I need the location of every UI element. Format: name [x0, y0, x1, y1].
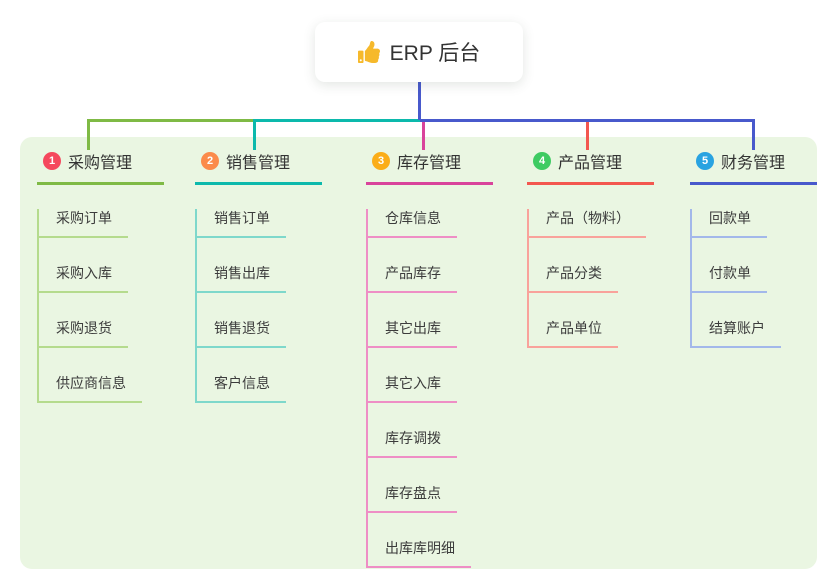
connector-horizontal-left	[87, 119, 253, 122]
branch-title-1[interactable]: 1 采购管理	[37, 146, 164, 185]
connector-drop-line-1	[87, 119, 90, 150]
root-connector-line	[418, 81, 421, 120]
child-node[interactable]: 采购退货	[39, 319, 128, 348]
branch-badge-1: 1	[43, 152, 61, 170]
branch-title-3[interactable]: 3 库存管理	[366, 146, 493, 185]
child-node[interactable]: 客户信息	[197, 374, 286, 403]
root-label: ERP 后台	[389, 42, 481, 65]
child-node[interactable]: 库存调拨	[368, 429, 457, 458]
child-node[interactable]: 结算账户	[692, 319, 781, 348]
connector-drop-line-3	[422, 119, 425, 150]
branch-title-2[interactable]: 2 销售管理	[195, 146, 322, 185]
branch-badge-4: 4	[533, 152, 551, 170]
child-node[interactable]: 产品库存	[368, 264, 457, 293]
child-node[interactable]: 产品（物料）	[529, 209, 646, 238]
child-node[interactable]: 其它入库	[368, 374, 457, 403]
connector-drop-line-5	[752, 119, 755, 150]
connector-drop-line-2	[253, 119, 256, 150]
child-node[interactable]: 回款单	[692, 209, 767, 238]
thumbs-up-icon	[357, 41, 380, 63]
child-node[interactable]: 采购订单	[39, 209, 128, 238]
child-node[interactable]: 出库库明细	[368, 539, 471, 568]
branch-badge-2: 2	[201, 152, 219, 170]
branch-3: 3 库存管理仓库信息产品库存其它出库其它入库库存调拨库存盘点出库库明细	[366, 146, 493, 568]
child-node[interactable]: 付款单	[692, 264, 767, 293]
root-node[interactable]: ERP 后台	[315, 22, 523, 82]
child-node[interactable]: 销售退货	[197, 319, 286, 348]
branch-label: 产品管理	[558, 155, 623, 172]
child-node[interactable]: 仓库信息	[368, 209, 457, 238]
child-node[interactable]: 销售出库	[197, 264, 286, 293]
branch-2: 2 销售管理销售订单销售出库销售退货客户信息	[195, 146, 322, 403]
branch-badge-5: 5	[696, 152, 714, 170]
child-node[interactable]: 采购入库	[39, 264, 128, 293]
branch-label: 库存管理	[397, 155, 462, 172]
branch-label: 销售管理	[226, 155, 291, 172]
child-node[interactable]: 库存盘点	[368, 484, 457, 513]
branch-badge-3: 3	[372, 152, 390, 170]
branch-1: 1 采购管理采购订单采购入库采购退货供应商信息	[37, 146, 164, 403]
branch-label: 财务管理	[721, 155, 786, 172]
child-node[interactable]: 销售订单	[197, 209, 286, 238]
child-node[interactable]: 供应商信息	[39, 374, 142, 403]
branch-children-5: 回款单付款单结算账户	[690, 209, 817, 348]
branch-title-5[interactable]: 5 财务管理	[690, 146, 817, 185]
branch-label: 采购管理	[68, 155, 133, 172]
connector-horizontal-mid	[253, 119, 420, 122]
child-node[interactable]: 其它出库	[368, 319, 457, 348]
branch-4: 4 产品管理产品（物料） 产品分类产品单位	[527, 146, 654, 348]
branch-5: 5 财务管理回款单付款单结算账户	[690, 146, 817, 348]
connector-horizontal-right	[420, 119, 755, 122]
branch-children-2: 销售订单销售出库销售退货客户信息	[195, 209, 322, 403]
branch-children-4: 产品（物料） 产品分类产品单位	[527, 209, 654, 348]
branch-children-1: 采购订单采购入库采购退货供应商信息	[37, 209, 164, 403]
branch-children-3: 仓库信息产品库存其它出库其它入库库存调拨库存盘点出库库明细	[366, 209, 493, 568]
child-node[interactable]: 产品单位	[529, 319, 618, 348]
connector-drop-line-4	[586, 119, 589, 150]
mindmap-panel	[20, 137, 817, 569]
branch-title-4[interactable]: 4 产品管理	[527, 146, 654, 185]
child-node[interactable]: 产品分类	[529, 264, 618, 293]
